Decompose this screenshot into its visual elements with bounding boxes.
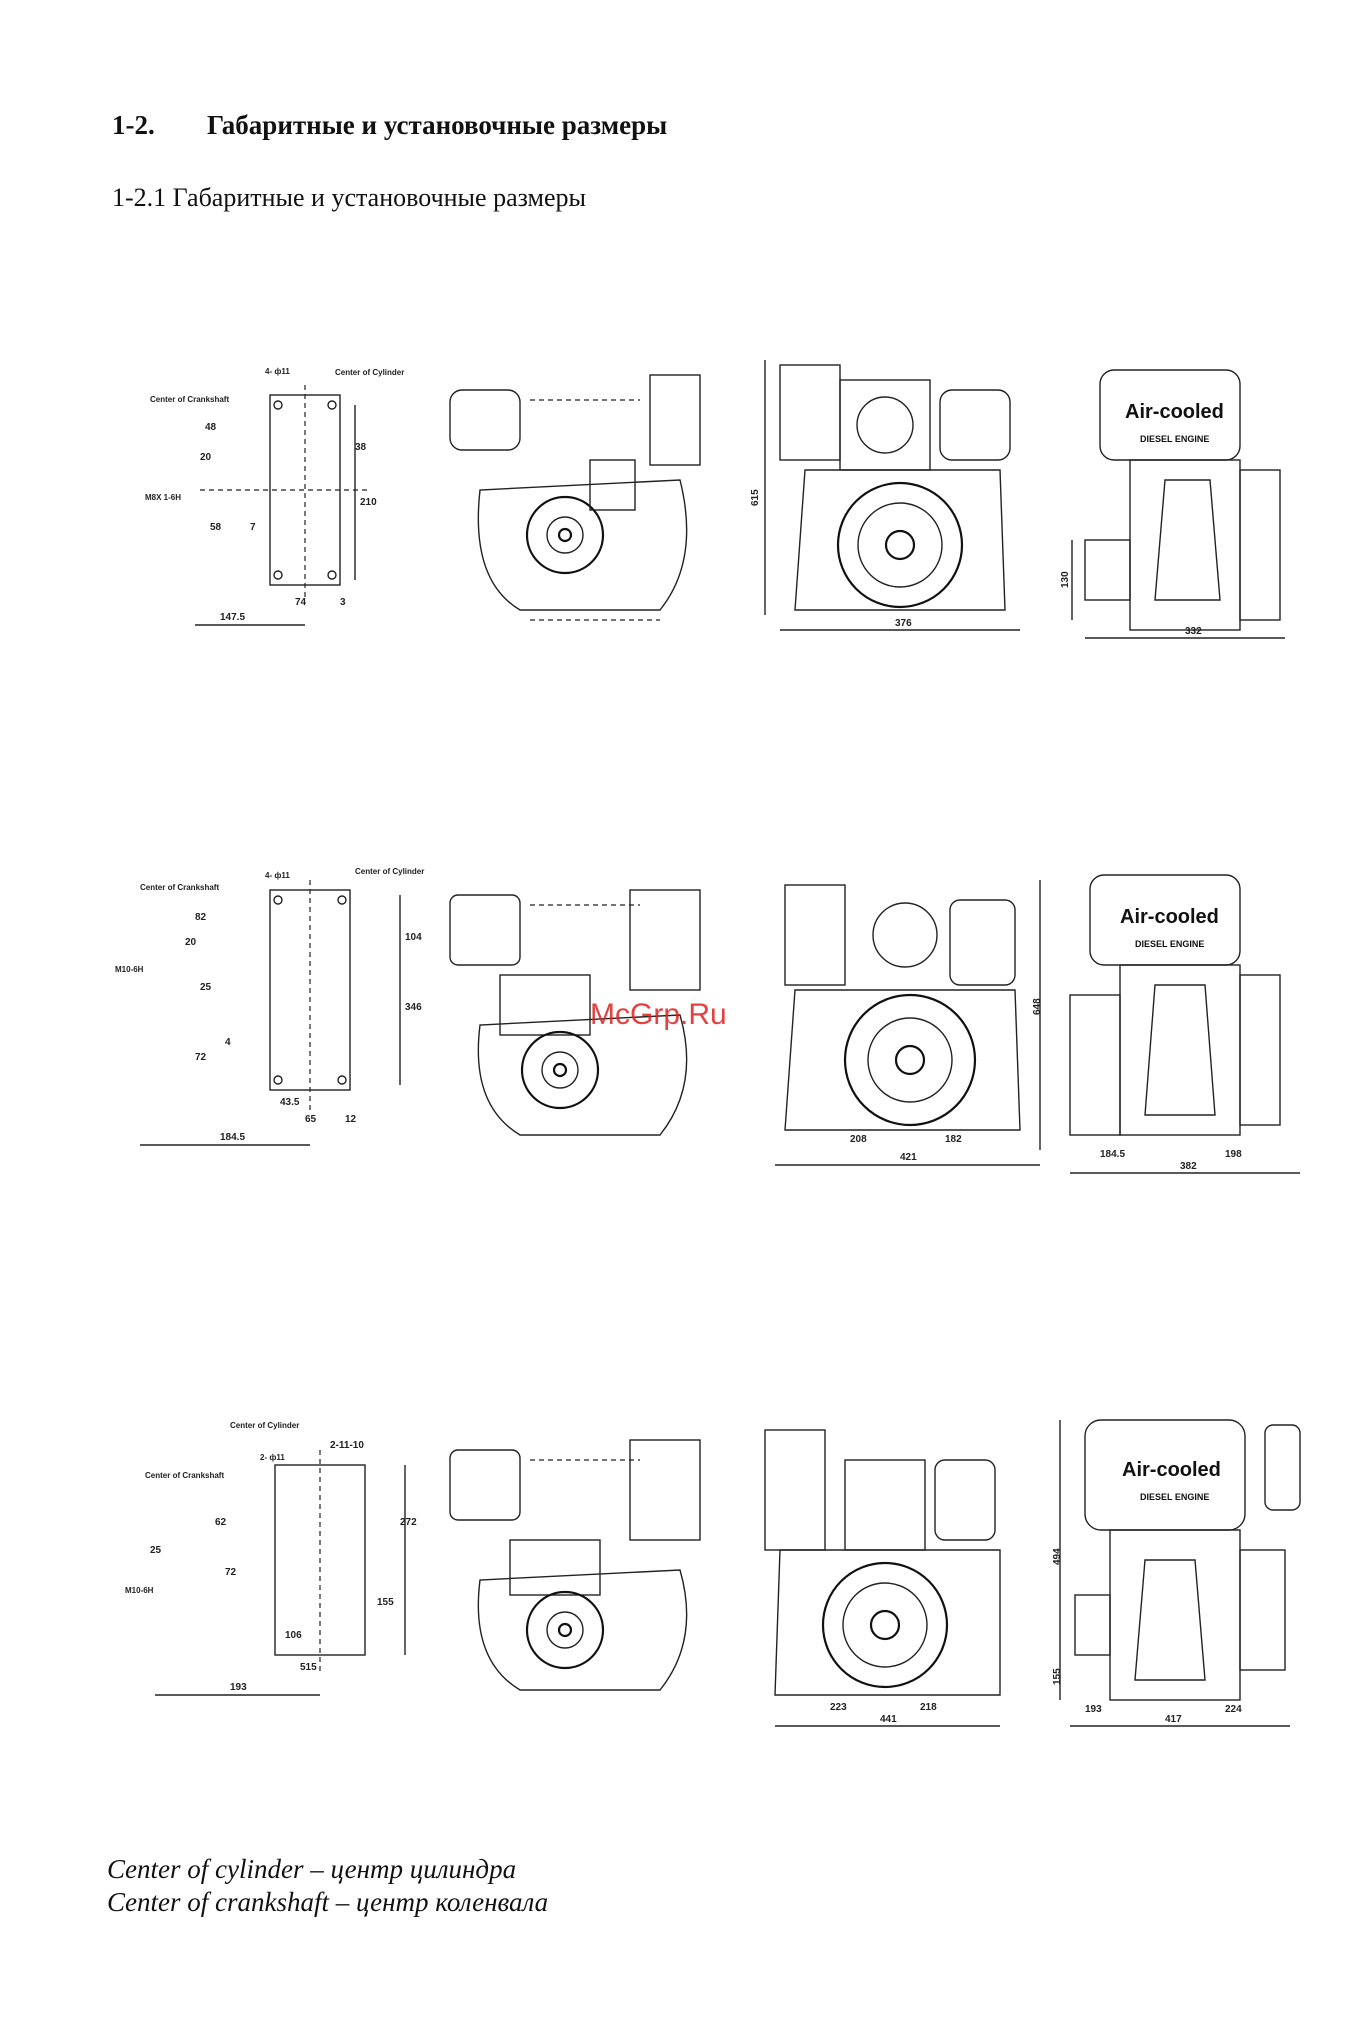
dim-65: 65 [305,1114,317,1125]
legend: Center of cylinder – центр цилиндра Cent… [107,1853,548,1919]
right-dim-332: 332 [1185,626,1202,637]
dim-74: 74 [295,597,307,608]
subsection-title: 1-2.1 Габаритные и установочные размеры [112,183,586,212]
mount-view-drawing: Center of Cylinder Center of Crankshaft … [115,867,424,1146]
air-cooled-label: Air-cooled [1125,401,1224,423]
right-dim-198: 198 [1225,1149,1242,1160]
dim-272: 272 [400,1517,417,1528]
dim-104: 104 [405,932,422,943]
dim-43-5: 43.5 [280,1097,300,1108]
right-dim-224: 224 [1225,1704,1242,1715]
right-dim: 182 [945,1134,962,1145]
width-dim: 376 [895,618,912,629]
engine-side-view: 615 376 [750,360,1020,631]
engine-right-view: Air-cooled DIESEL ENGINE 130 332 [1060,369,1285,639]
diesel-engine-label: DIESEL ENGINE [1140,1492,1209,1502]
air-cooled-label: Air-cooled [1122,1459,1221,1481]
center-cylinder-label: Center of Cylinder [355,867,424,876]
drawing-row-3: Center of Cylinder Center of Crankshaft … [0,1410,1365,1730]
holes-label: 4- ф11 [265,871,290,880]
center-cylinder-label: Center of Cylinder [230,1421,299,1430]
watermark: McGrp.Ru [590,998,727,1031]
dim-210: 210 [360,497,377,508]
dim-72: 72 [225,1567,237,1578]
dim-346: 346 [405,1002,422,1013]
dim-184-5: 184.5 [220,1132,245,1143]
dim-106: 106 [285,1630,302,1641]
engine-right-view: Air-cooled DIESEL ENGINE 494 155 193 224… [1052,1419,1301,1727]
dim-4: 4 [225,1037,231,1048]
right-dim-193: 193 [1085,1704,1102,1715]
holes-label: 4- ф11 [265,367,290,376]
holes2-label: 2-11-10 [330,1440,364,1451]
thread-label: M8X 1-6H [145,493,181,502]
thread-label: M10-6H [115,965,144,974]
section-title-text: Габаритные и установочные размеры [207,110,668,140]
dim-25: 25 [150,1545,162,1556]
dim-20: 20 [200,452,212,463]
engine-front-view [449,374,701,621]
center-cylinder-label: Center of Cylinder [335,368,404,377]
right-dim-155: 155 [1052,1668,1063,1685]
holes-label: 2- ф11 [260,1453,285,1462]
center-crankshaft-label: Center of Crankshaft [150,395,229,404]
drawing-row-1: Center of Cylinder Center of Crankshaft … [0,350,1365,650]
air-cooled-label: Air-cooled [1120,906,1219,928]
right-dim-494: 494 [1052,1548,1063,1565]
thread-label: M10-6H [125,1586,154,1595]
dim-20: 20 [185,937,197,948]
width-dim: 421 [900,1152,917,1163]
left-dim: 223 [830,1702,847,1713]
height-dim: 615 [750,489,761,506]
section-number: 1-2. [112,110,155,140]
dim-72: 72 [195,1052,207,1063]
right-dim-382: 382 [1180,1161,1197,1172]
dim-7: 7 [250,522,256,533]
mount-view-drawing: Center of Cylinder Center of Crankshaft … [145,367,404,626]
right-dim: 218 [920,1702,937,1713]
right-dim-130: 130 [1060,571,1071,588]
engine-front-view [449,889,701,1136]
engine-right-view: Air-cooled DIESEL ENGINE 184.5 198 382 [1069,874,1300,1174]
dim-58: 58 [210,522,222,533]
engine-front-view [449,1439,701,1691]
center-crankshaft-label: Center of Crankshaft [140,883,219,892]
diesel-engine-label: DIESEL ENGINE [1140,434,1209,444]
dim-82: 82 [195,912,207,923]
dim-193: 193 [230,1682,247,1693]
width-dim: 441 [880,1714,897,1725]
mount-view-drawing: Center of Cylinder Center of Crankshaft … [125,1421,417,1696]
right-dim-184-5: 184.5 [1100,1149,1125,1160]
legend-cylinder: Center of cylinder – центр цилиндра [107,1854,517,1884]
dim-25: 25 [200,982,212,993]
height-dim: 648 [1032,998,1043,1015]
dim-48: 48 [205,422,217,433]
dim-62: 62 [215,1517,227,1528]
dim-12: 12 [345,1114,357,1125]
center-crankshaft-label: Center of Crankshaft [145,1471,224,1480]
right-dim-417: 417 [1165,1714,1182,1725]
drawing-row-2: Center of Cylinder Center of Crankshaft … [0,860,1365,1180]
section-title: 1-2. Габаритные и установочные размеры [112,110,667,141]
left-dim: 208 [850,1134,867,1145]
legend-crankshaft: Center of crankshaft – центр коленвала [107,1887,549,1917]
dim-38: 38 [355,442,367,453]
diesel-engine-label: DIESEL ENGINE [1135,939,1204,949]
dim-3: 3 [340,597,346,608]
dim-147-5: 147.5 [220,612,245,623]
engine-side-view: 223 218 441 [764,1429,1001,1727]
dim-155: 155 [377,1597,394,1608]
dim-515: 515 [300,1662,317,1673]
engine-side-view: 648 208 182 421 [775,880,1043,1166]
